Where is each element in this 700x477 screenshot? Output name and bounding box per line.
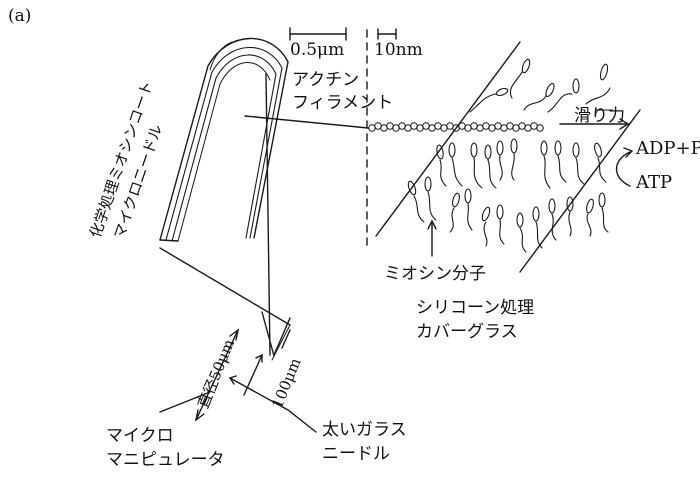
scale-bar-micro (289, 27, 347, 41)
scale-label-micro: 0.5μm (290, 40, 345, 60)
thick-needle-label-line1: 太いガラス (322, 420, 407, 440)
actin-label-line2: フィラメント (292, 93, 394, 113)
sliding-force-label: 滑り力 (574, 106, 625, 126)
actin-label-line1: アクチン (292, 70, 360, 90)
manipulator-pointer (159, 391, 211, 413)
myosin-molecules (407, 58, 613, 253)
thick-glass-needle-drawing (159, 73, 291, 361)
scale-bar-nano (377, 28, 397, 40)
length-arrow (243, 329, 291, 396)
atp-cycle-arrow (615, 147, 634, 187)
coverglass-edge-left (375, 41, 521, 237)
sliding-force-arrow (559, 118, 630, 130)
adp-pi-label: ADP+Pi (636, 138, 700, 159)
myosin-molecule-label: ミオシン分子 (384, 264, 486, 284)
panel-label: (a) (8, 6, 32, 26)
zoom-line (244, 115, 369, 129)
silicone-label-line1: シリコーン処理 (416, 298, 535, 318)
manipulator-label-line1: マイクロ (106, 426, 174, 446)
manipulator-label-line2: マニピュレータ (106, 450, 225, 470)
myosin-pointer (427, 219, 437, 257)
coverglass-edge-right (519, 109, 641, 273)
actin-filament (368, 122, 544, 132)
scale-label-nano: 10nm (374, 40, 423, 60)
thick-needle-pointer (228, 375, 317, 433)
microneedle-drawing (159, 37, 289, 242)
diameter-arrow (194, 328, 240, 422)
atp-label: ATP (636, 172, 673, 193)
silicone-label-line2: カバーグラス (416, 322, 518, 342)
thick-needle-label-line2: ニードル (322, 444, 390, 464)
